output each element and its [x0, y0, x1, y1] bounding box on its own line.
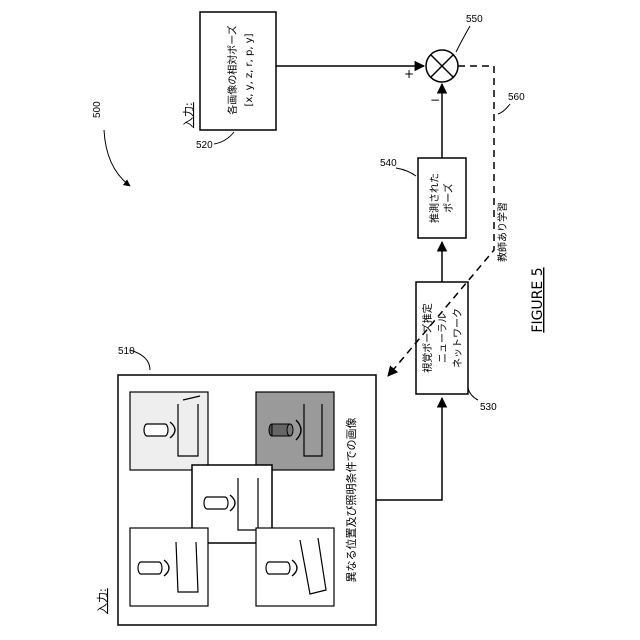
ref-540: 540	[380, 158, 397, 169]
comparator-minus: −	[430, 93, 440, 107]
relative-pose-line-1: 各画像の相対ポーズ	[226, 25, 239, 115]
input-images-input-label: 入力:	[96, 588, 109, 614]
ref-520-leader	[214, 132, 234, 144]
image-panel-top-left	[130, 392, 208, 470]
connector-images-to-network	[376, 398, 442, 500]
ref-550: 550	[466, 14, 483, 25]
network-group: 視覚ポーズ推定 ニューラル ネットワーク	[416, 282, 468, 394]
feedback-label: 教師あり学習	[496, 202, 509, 262]
figure-caption: FIGURE 5	[530, 267, 546, 332]
input-images-group: 異なる位置及び照明条件での画像 入力:	[96, 375, 376, 625]
relative-pose-line-2: [x, y, z, r, p, y]	[244, 33, 255, 106]
estimated-pose-line-2: ポーズ	[442, 183, 455, 213]
relative-pose-group: 各画像の相対ポーズ [x, y, z, r, p, y] 入力:	[182, 12, 276, 130]
input-images-caption: 異なる位置及び照明条件での画像	[344, 418, 358, 583]
comparator-plus: +	[404, 67, 414, 81]
figure-ref-500-arrow	[104, 130, 130, 186]
ref-510: 510	[118, 346, 135, 357]
ref-550-leader	[456, 26, 470, 52]
image-panel-bottom-right	[256, 528, 334, 606]
network-label-line-3: ネットワーク	[452, 308, 464, 368]
estimated-pose-line-1: 推測された	[428, 173, 441, 223]
ref-520: 520	[196, 140, 213, 151]
ref-560-leader	[498, 104, 510, 114]
estimated-pose-box	[418, 158, 466, 238]
ref-530-leader	[468, 388, 478, 400]
ref-560: 560	[508, 92, 525, 103]
network-label-line-1: 視覚ポーズ推定	[421, 303, 434, 373]
comparator-group: + −	[404, 50, 458, 107]
figure-ref-500: 500	[92, 101, 103, 118]
image-panel-top-right	[256, 392, 334, 470]
ref-530: 530	[480, 402, 497, 413]
relative-pose-input-label: 入力:	[182, 102, 195, 128]
image-panel-bottom-left	[130, 528, 208, 606]
estimated-pose-group: 推測された ポーズ	[418, 158, 466, 238]
network-label-line-2: ニューラル	[437, 313, 449, 363]
ref-540-leader	[396, 168, 416, 176]
